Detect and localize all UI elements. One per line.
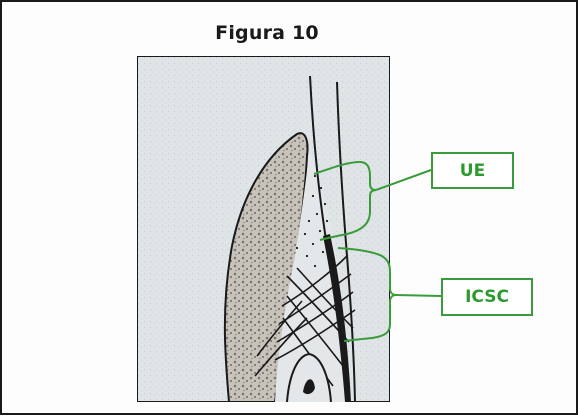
ue-bracket	[314, 162, 376, 240]
ue-callout-label: UE	[431, 152, 514, 189]
icsc-callout-label: ICSC	[441, 278, 533, 316]
icsc-leader	[396, 295, 441, 296]
icsc-bracket	[338, 248, 396, 341]
ue-leader	[376, 170, 431, 190]
